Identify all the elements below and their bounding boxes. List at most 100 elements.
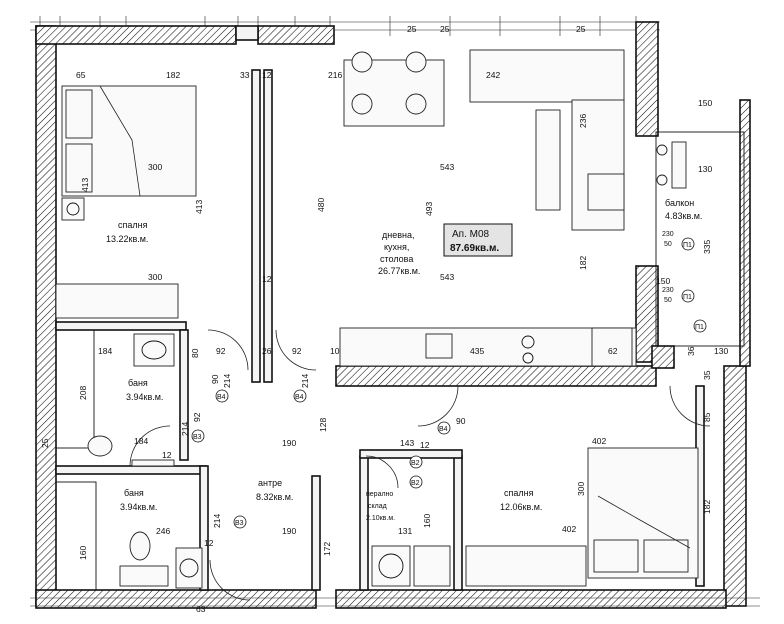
dim-214c: 214 xyxy=(180,422,190,436)
window-size-2: 230 xyxy=(662,287,674,294)
dim-65: 65 xyxy=(76,70,86,80)
dim-90a: 90 xyxy=(456,416,466,426)
dim-435: 435 xyxy=(470,346,484,356)
bedroom2-name: спалня xyxy=(504,488,534,498)
door-tag-b4c: В4 xyxy=(439,426,448,433)
living-name-2: кухня, xyxy=(384,242,409,252)
dim-413a: 413 xyxy=(194,200,204,214)
dim-63: 63 xyxy=(196,604,206,614)
central-corridor: 92 92 26 10 190 190 143 128 172 80 антре… xyxy=(129,329,711,601)
wardrobe-1 xyxy=(55,283,179,319)
dim-150a: 150 xyxy=(698,98,712,108)
laundry-area: 2.10кв.м. xyxy=(366,515,395,522)
living-name-3: столова xyxy=(380,254,413,264)
interior-walls xyxy=(55,69,705,591)
dim-26: 26 xyxy=(262,346,272,356)
laundry: перално склад 2.10кв.м. 131 160 xyxy=(366,491,451,587)
door-tag-b4b: В4 xyxy=(295,394,304,401)
dim-top-7: 25 xyxy=(576,24,586,34)
dim-130b: 130 xyxy=(714,346,728,356)
bathroom-2: баня 3.94кв.м. 246 160 xyxy=(55,481,203,591)
window-size-1: 230 xyxy=(662,231,674,238)
door-tag-b3b: В3 xyxy=(235,520,244,527)
dim-184b: 184 xyxy=(134,436,148,446)
dim-92c: 92 xyxy=(192,412,202,422)
dim-160a: 160 xyxy=(78,546,88,560)
dim-92b: 92 xyxy=(292,346,302,356)
window-tag-u1: П1 xyxy=(683,242,692,249)
sofa xyxy=(469,49,625,103)
dim-12b: 12 xyxy=(162,450,172,460)
bath2-name: баня xyxy=(124,488,144,498)
dim-246: 246 xyxy=(156,526,170,536)
dim-214d: 214 xyxy=(212,514,222,528)
dim-182: 182 xyxy=(166,70,180,80)
bath1-name: баня xyxy=(128,378,148,388)
door-markers: В4 В4 В4 В3 В3 В2 В2 П1 П1 П1 230 50 230… xyxy=(191,231,707,529)
bottom-dimension-strip xyxy=(30,597,760,607)
dim-top-5: 25 xyxy=(407,24,417,34)
living-area: 26.77кв.м. xyxy=(378,266,420,276)
bath1-area: 3.94кв.м. xyxy=(126,392,163,402)
bedroom-1: спалня 13.22кв.м. 300 300 182 65 33 413 … xyxy=(55,70,250,319)
bedroom-2: спалня 12.06кв.м. 402 402 300 85 182 35 xyxy=(465,370,712,587)
dim-92a: 92 xyxy=(216,346,226,356)
dim-214b: 214 xyxy=(300,374,310,388)
dim-33: 33 xyxy=(240,70,250,80)
dim-543a: 543 xyxy=(440,162,454,172)
dim-25-side: 25 xyxy=(40,438,50,448)
dim-184a: 184 xyxy=(98,346,112,356)
apartment-area: 87.69кв.м. xyxy=(450,243,499,254)
dim-128: 128 xyxy=(318,418,328,432)
dim-335: 335 xyxy=(702,240,712,254)
dim-236: 236 xyxy=(578,114,588,128)
living-kitchen: Ап. М08 87.69кв.м. дневна, кухня, столов… xyxy=(316,49,728,367)
dim-300b: 300 xyxy=(148,272,162,282)
dim-190b: 190 xyxy=(282,526,296,536)
hall-area: 8.32кв.м. xyxy=(256,492,293,502)
bedroom1-name: спалня xyxy=(118,220,148,230)
dim-62: 62 xyxy=(608,346,618,356)
dim-36: 36 xyxy=(686,346,696,356)
dim-300c: 300 xyxy=(576,482,586,496)
dim-413b: 413 xyxy=(80,178,90,192)
bedroom2-area: 12.06кв.м. xyxy=(500,502,542,512)
window-size-2b: 50 xyxy=(664,297,672,304)
wardrobe-2 xyxy=(465,545,587,587)
dim-130a: 130 xyxy=(698,164,712,174)
door-tag-b4a: В4 xyxy=(217,394,226,401)
kitchen-counter xyxy=(339,327,637,367)
dim-80: 80 xyxy=(190,348,200,358)
dim-35: 35 xyxy=(702,370,712,380)
dim-300a: 300 xyxy=(148,162,162,172)
hall-name: антре xyxy=(258,478,282,488)
laundry-name-2: склад xyxy=(368,503,387,510)
dim-480: 480 xyxy=(316,198,326,212)
dim-190a: 190 xyxy=(282,438,296,448)
dim-12a: 12 xyxy=(262,70,272,80)
dim-208: 208 xyxy=(78,386,88,400)
window-size-1b: 50 xyxy=(664,241,672,248)
dim-543b: 543 xyxy=(440,272,454,282)
dim-10: 10 xyxy=(330,346,340,356)
dim-12d: 12 xyxy=(420,440,430,450)
dim-12c: 12 xyxy=(204,538,214,548)
misc-dimensions: 12 12 12 12 12 90 90 214 214 214 214 92 … xyxy=(40,70,696,614)
dim-402b: 402 xyxy=(562,524,576,534)
balcony: балкон 4.83кв.м. xyxy=(655,131,745,347)
door-tag-b3a: В3 xyxy=(193,434,202,441)
bedroom1-area: 13.22кв.м. xyxy=(106,234,148,244)
exterior-walls xyxy=(35,21,751,609)
apartment-code: Ап. М08 xyxy=(452,229,490,240)
dim-143: 143 xyxy=(400,438,414,448)
apartment-label xyxy=(443,223,513,257)
dim-90b: 90 xyxy=(210,374,220,384)
balcony-name: балкон xyxy=(665,198,694,208)
living-name-1: дневна, xyxy=(382,230,414,240)
bath2-area: 3.94кв.м. xyxy=(120,502,157,512)
dim-85: 85 xyxy=(702,412,712,422)
window-tag-u2: П1 xyxy=(683,294,692,301)
bathroom-1: баня 3.94кв.м. 184 184 208 xyxy=(55,329,175,467)
window-tag-u3: П1 xyxy=(695,324,704,331)
